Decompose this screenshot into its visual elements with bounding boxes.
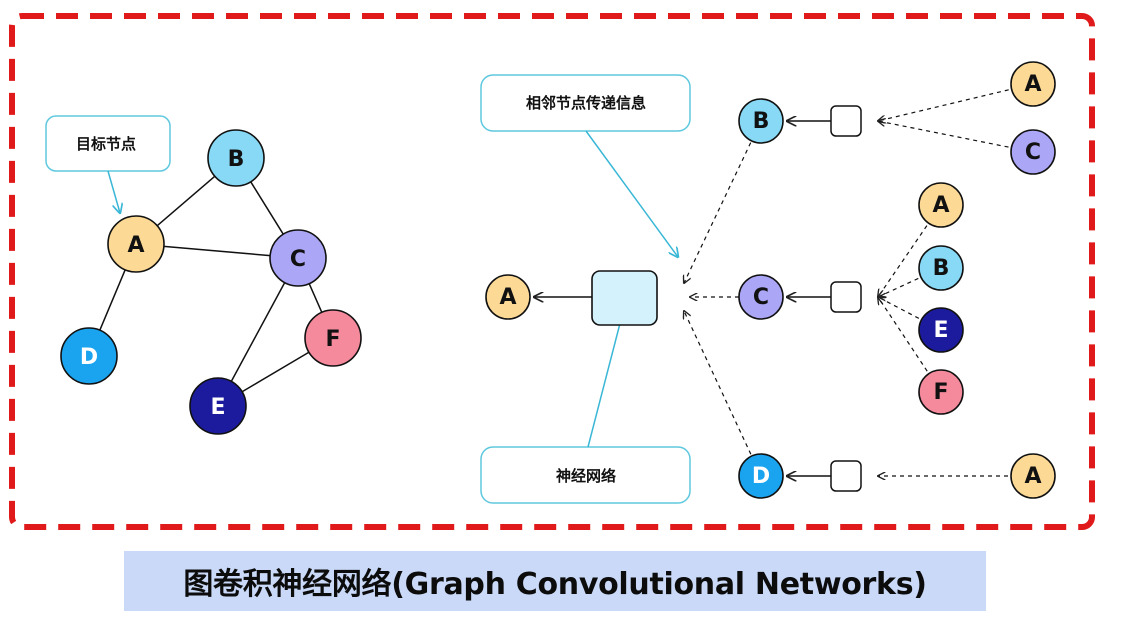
callout-neighbor-message-text: 相邻节点传递信息 [526, 94, 646, 112]
dashed-link-b-c [878, 121, 1009, 148]
level2-node-c-b-label: B [933, 256, 950, 281]
callout-neural-net-text: 神经网络 [556, 467, 616, 485]
graph-node-d-label: D [80, 345, 98, 370]
level2-node-c-f-label: F [933, 380, 948, 405]
level1-node-c: C [738, 274, 784, 320]
callout-neural-net: 神经网络 [480, 308, 691, 504]
graph-node-f-label: F [325, 327, 340, 352]
target-node-a: A [485, 274, 531, 320]
level2-node-c-a: A [918, 182, 964, 228]
callout-target-node: 目标节点 [45, 115, 171, 213]
graph-node-b: B [207, 129, 265, 187]
dashed-link-d-to-hub [684, 311, 752, 455]
graph-node-c-label: C [290, 247, 306, 272]
level1-node-c-label: C [753, 285, 769, 310]
dashed-frame [9, 13, 1095, 530]
level2-node-c-b: B [918, 245, 964, 291]
level2-node-d-a-label: A [1024, 464, 1041, 489]
level2-node-b-a: A [1010, 61, 1056, 107]
level2-node-c-e-label: E [933, 318, 948, 343]
graph-edge-A-B [156, 175, 216, 227]
graph-node-e: E [189, 377, 247, 435]
callout-target-node-text: 目标节点 [76, 135, 136, 153]
graph-node-c: C [269, 229, 327, 287]
dashed-link-b-a [878, 89, 1009, 121]
neural-net-box [591, 270, 658, 326]
aggregation-box-c [830, 281, 862, 313]
dashed-link-b-to-hub [684, 142, 752, 283]
caption-banner: 图卷积神经网络(Graph Convolutional Networks) [124, 551, 986, 611]
aggregation-links [534, 89, 1009, 476]
level2-node-b-c-label: C [1025, 140, 1041, 165]
aggregation-box-b [830, 105, 862, 137]
graph-node-a-label: A [127, 233, 144, 258]
level2-node-b-a-label: A [1024, 72, 1041, 97]
graph-node-f: F [304, 309, 362, 367]
level2-node-d-a: A [1010, 453, 1056, 499]
graph-edge-E-F [241, 351, 310, 393]
aggregation-boxes [591, 105, 862, 492]
dashed-link-c-a [878, 225, 928, 297]
graph-node-a: A [107, 215, 165, 273]
level1-node-b-label: B [753, 109, 770, 134]
graph-edge-A-D [99, 269, 126, 331]
graph-edges [99, 175, 323, 393]
level2-node-c-a-label: A [932, 193, 949, 218]
level1-node-d-label: D [752, 464, 770, 489]
graph-node-e-label: E [210, 395, 225, 420]
level1-node-b: B [738, 98, 784, 144]
callout-neighbor-message: 相邻节点传递信息 [480, 74, 691, 257]
caption-text: 图卷积神经网络(Graph Convolutional Networks) [183, 567, 927, 602]
graph-edge-B-C [250, 181, 284, 235]
graph-nodes: A B C D E F A B A C C A B E F D A [60, 61, 1056, 499]
graph-edge-C-F [308, 283, 323, 313]
level1-node-d: D [738, 453, 784, 499]
level2-node-b-c: C [1010, 129, 1056, 175]
level2-node-c-f: F [918, 369, 964, 415]
dashed-link-c-f [878, 297, 928, 372]
target-node-a-label: A [499, 285, 516, 310]
graph-node-d: D [60, 327, 118, 385]
graph-edge-C-E [230, 282, 286, 382]
graph-node-b-label: B [228, 147, 245, 172]
graph-edge-A-C [163, 245, 271, 257]
level2-node-c-e: E [918, 307, 964, 353]
aggregation-box-d [830, 460, 862, 492]
dashed-link-c-e [878, 297, 920, 319]
